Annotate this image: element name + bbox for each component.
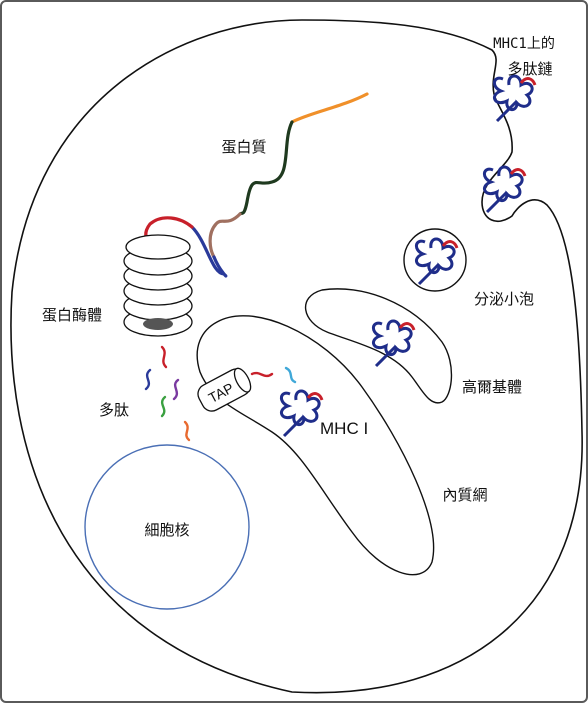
- peptide-blue: [144, 368, 152, 391]
- golgi-label: 高爾基體: [462, 378, 522, 396]
- protein-label: 蛋白質: [221, 138, 266, 156]
- proteasome: [123, 234, 193, 337]
- peptides-label: 多肽: [99, 401, 129, 419]
- mhc1-label: MHC I: [320, 419, 368, 438]
- vesicle-label: 分泌小泡: [474, 290, 534, 308]
- peptide-purple: [172, 378, 180, 401]
- cell-membrane: [10, 19, 583, 694]
- nucleus: [84, 444, 250, 610]
- mhc-molecule-vesicle: [415, 237, 459, 286]
- er-label: 內質網: [442, 486, 487, 504]
- surface-label-line2: 多肽鏈: [507, 60, 552, 78]
- peptide-fragments: [144, 345, 297, 442]
- proteasome-core: [143, 318, 173, 330]
- peptide-red-er: [250, 371, 274, 378]
- surface-label-line1: MHC1上的: [493, 36, 555, 52]
- mhc-molecule-er: [280, 389, 324, 438]
- peptide-red: [160, 345, 168, 369]
- secretory-vesicle: [403, 228, 467, 292]
- tap-transporter: TAP: [197, 367, 252, 412]
- peptide-orange: [183, 420, 191, 442]
- nucleus-label: 細胞核: [144, 521, 189, 539]
- mhc-molecule-golgi: [372, 319, 416, 368]
- mhc-molecule-surface-upper: [493, 74, 537, 123]
- golgi-apparatus: [304, 288, 453, 404]
- proteasome-label: 蛋白酶體: [42, 306, 102, 324]
- endoplasmic-reticulum: [196, 315, 435, 576]
- peptide-cyan: [284, 366, 297, 384]
- peptide-green: [160, 395, 167, 418]
- mhc-molecule-surface-lower: [483, 165, 527, 214]
